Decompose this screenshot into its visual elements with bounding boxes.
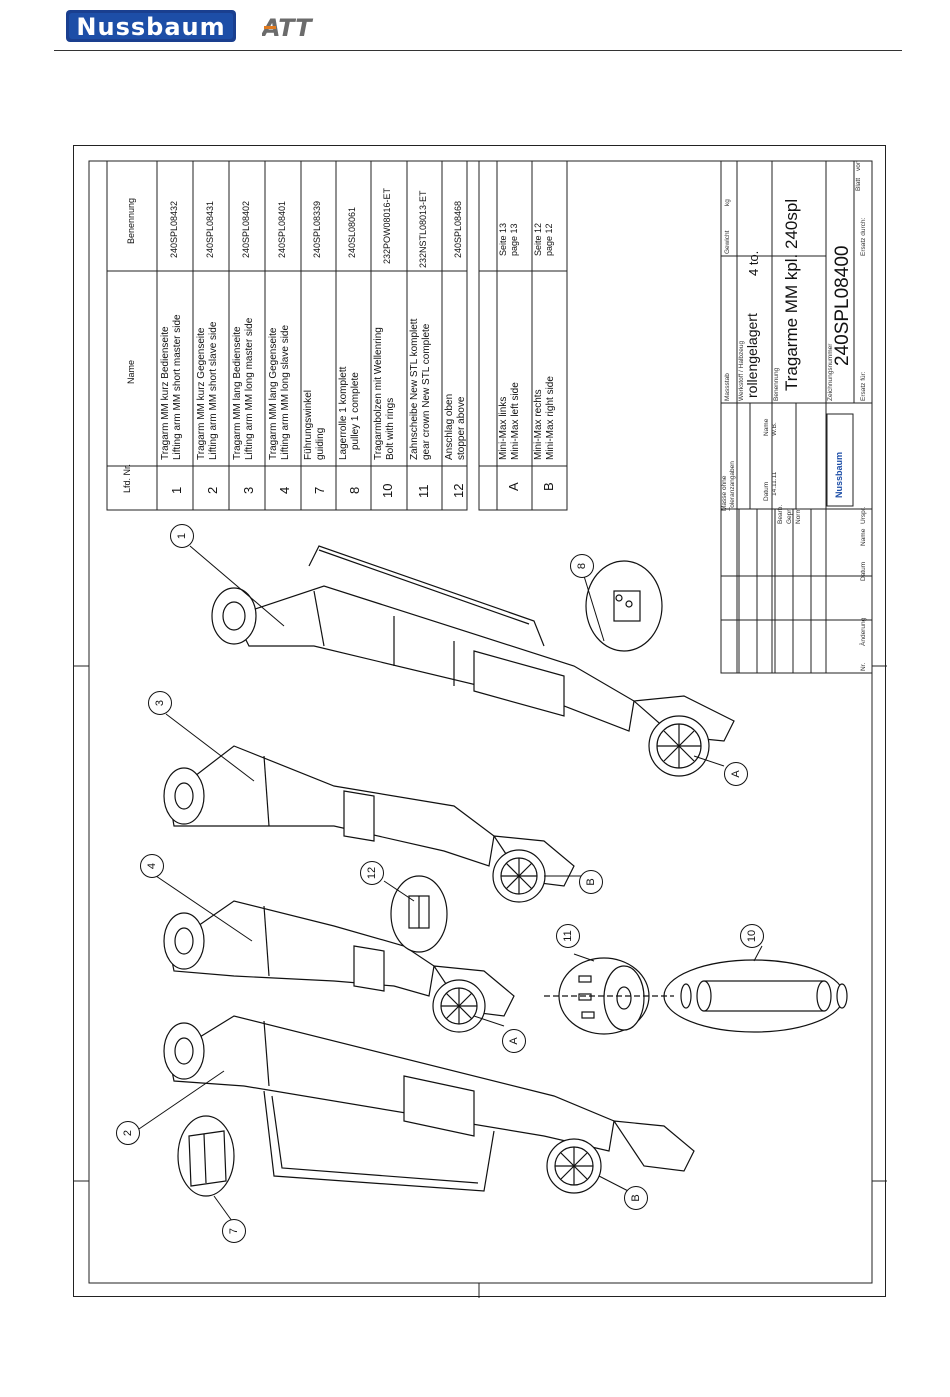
row-10-number: 10 — [380, 483, 395, 498]
callout-12: 12 — [360, 861, 384, 885]
row-3-code: 240SPL08402 — [241, 200, 251, 258]
title-block-grid — [720, 160, 873, 674]
row-11-number: 11 — [416, 484, 431, 499]
drawing-title: Tragarme MM kpl. 240spl — [782, 198, 801, 391]
callout-8: 8 — [570, 554, 594, 578]
att-logo: ATT — [262, 14, 313, 42]
norm-label: Norm — [795, 508, 802, 524]
scale-label: Massstab — [724, 373, 731, 401]
rev-change-label: Änderung — [860, 617, 867, 646]
lifting-arm-3-drawing — [163, 745, 575, 903]
callout-A-1: A — [724, 762, 748, 786]
row-2-code: 240SPL08431 — [205, 200, 215, 258]
sheet-label: Blatt — [855, 177, 862, 191]
svg-text:Nussbaum: Nussbaum — [76, 13, 225, 41]
callout-B-1: B — [579, 870, 603, 894]
row-7-code: 240SPL08339 — [312, 200, 322, 258]
row-A-number: A — [506, 482, 521, 491]
pulley-detail-drawing — [585, 560, 663, 652]
checked-label: Gepr. — [786, 508, 793, 524]
stopper-detail-drawing — [390, 875, 448, 953]
callout-4: 4 — [140, 854, 164, 878]
drawn-label: Bearb. — [777, 504, 784, 524]
date-label: Datum — [763, 481, 770, 501]
row-12-number: 12 — [451, 483, 466, 498]
row-4-number: 4 — [277, 486, 292, 494]
parts-table-grid — [106, 160, 568, 511]
tolerance-label: Masse ohne Toleranzangaben — [721, 461, 736, 511]
row-4-code: 240SPL08401 — [277, 200, 287, 258]
row-12-code: 240SPL08468 — [453, 200, 463, 258]
callout-10: 10 — [740, 924, 764, 948]
callout-7: 7 — [222, 1219, 246, 1243]
material-value: rollengelagert — [744, 313, 760, 398]
row-8-number: 8 — [347, 486, 362, 494]
lifting-arm-1-drawing — [211, 545, 735, 777]
col-designation-header: Benennung — [126, 197, 136, 244]
rev-date-label: Datum — [860, 561, 867, 581]
designation-label: Benennung — [773, 367, 780, 401]
row-2-number: 2 — [205, 486, 220, 494]
row-7-number: 7 — [312, 486, 327, 494]
row-1-number: 1 — [169, 486, 184, 494]
col-number-header: Lfd. Nr. — [122, 463, 132, 493]
name-value: W.B. — [771, 422, 778, 436]
title-block-logo: Nussbaum — [834, 451, 844, 498]
row-1-code: 240SPL08432 — [169, 200, 179, 258]
leader-lines — [135, 545, 763, 1222]
drawing-frame — [74, 160, 887, 1298]
bolt-detail-drawing — [544, 959, 848, 1033]
header-rule — [54, 50, 902, 51]
callout-A-2: A — [502, 1029, 526, 1053]
drawing-sheet: Lfd. Nr. Name Benennung 1 Tragarm MM kur… — [73, 145, 887, 1298]
row-8-code: 240SL08061 — [347, 206, 357, 258]
sheet-of-label: von — [855, 160, 862, 171]
guiding-detail-drawing — [177, 1115, 235, 1197]
row-10-code: 232POW08016-ET — [382, 187, 392, 264]
drawing-number: 240SPL08400 — [832, 245, 853, 366]
callout-2: 2 — [116, 1121, 140, 1145]
weight-label: Gewicht — [724, 230, 731, 254]
origin-label: Urspr. — [860, 506, 867, 524]
date-value: 14.11.11 — [771, 471, 778, 496]
nussbaum-logo: Nussbaum — [66, 10, 236, 42]
rev-nr-label: Nr. — [860, 662, 867, 671]
row-B-number: B — [541, 482, 556, 491]
callout-11: 11 — [556, 924, 580, 948]
callout-1: 1 — [170, 524, 194, 548]
callout-3: 3 — [148, 691, 172, 715]
rev-name-label: Name — [860, 528, 867, 546]
row-3-number: 3 — [241, 486, 256, 494]
row-11-code: 232NSTL08013-ET — [418, 190, 428, 268]
name-label: Name — [763, 418, 770, 436]
replacement-for-label: Ersatz für: — [860, 371, 867, 401]
lifting-arm-4-drawing — [163, 900, 515, 1033]
callout-B-2: B — [624, 1186, 648, 1210]
capacity-value: 4 to. — [746, 250, 761, 276]
replaced-by-label: Ersatz durch: — [860, 217, 867, 256]
page-header: Nussbaum ATT — [0, 0, 950, 60]
col-name-header: Name — [126, 359, 136, 384]
lifting-arm-2-drawing — [163, 1015, 695, 1194]
weight-unit: kg — [724, 199, 731, 206]
